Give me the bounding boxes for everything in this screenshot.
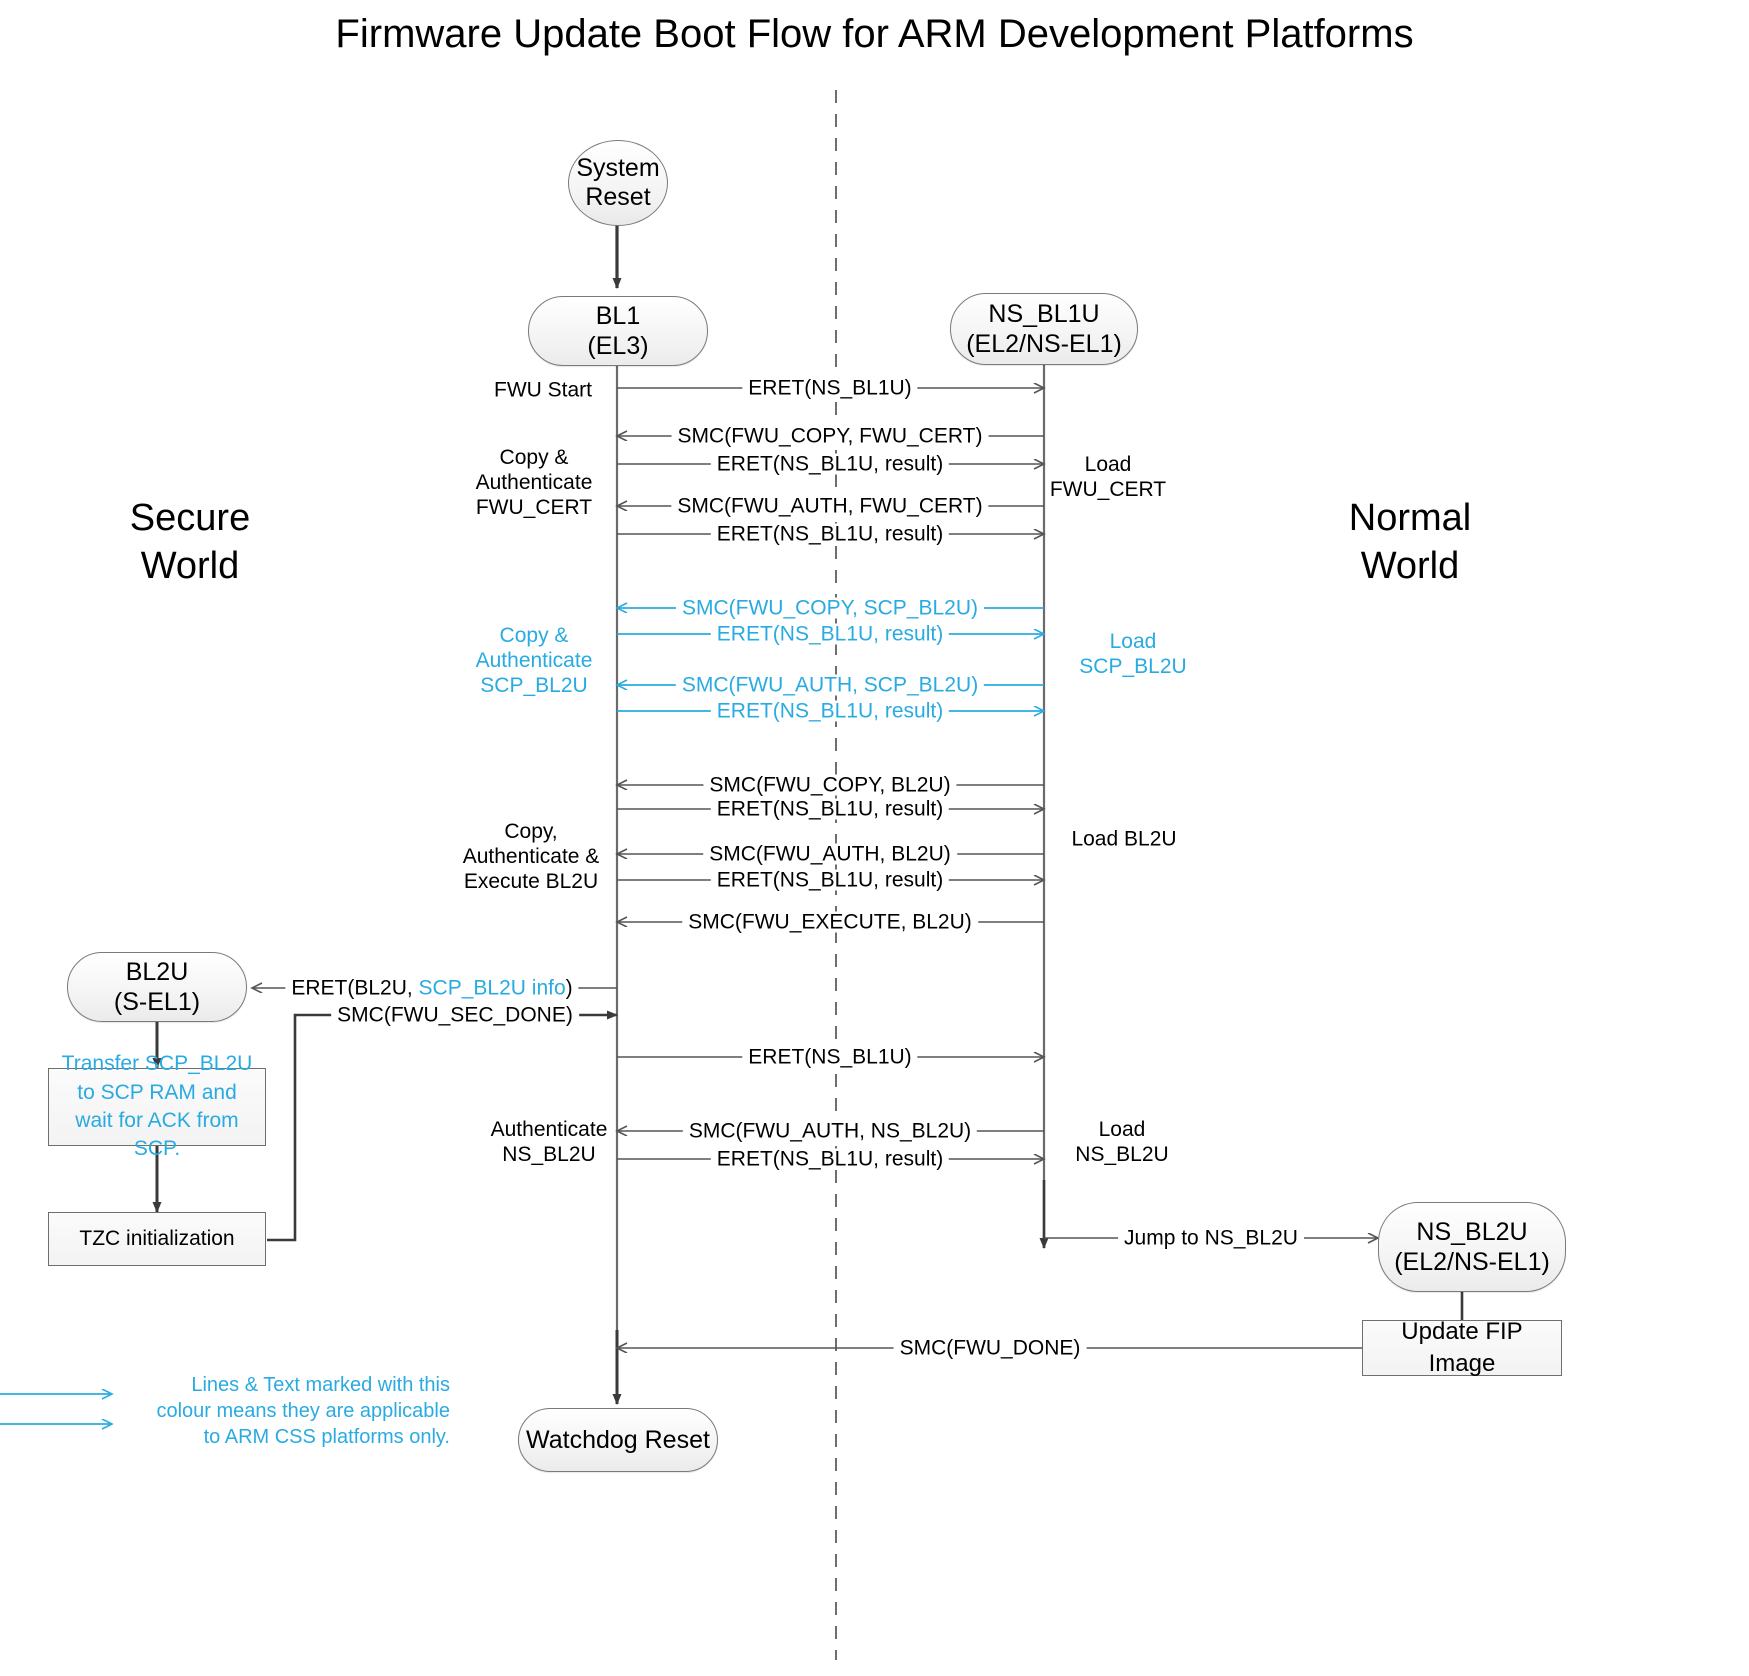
- box-update-fip-image: Update FIP Image: [1362, 1318, 1562, 1377]
- message-label-m13: ERET(NS_BL1U, result): [710, 869, 950, 891]
- annotation-copy-authenticate-scp-bl2u: Copy & Authenticate SCP_BL2U: [475, 623, 593, 697]
- normal-world-label: Normal World: [1348, 497, 1472, 587]
- node-bl2u-line1: BL2U: [125, 957, 189, 986]
- message-label-m8: SMC(FWU_AUTH, SCP_BL2U): [675, 674, 985, 696]
- annotation-load-bl2u: Load BL2U: [1071, 827, 1177, 851]
- message-label-m11: ERET(NS_BL1U, result): [710, 798, 950, 820]
- node-ns-bl1u[interactable]: NS_BL1U (EL2/NS-EL1): [950, 293, 1138, 365]
- message-label-m15-part2: SCP_BL2U info: [418, 976, 566, 1000]
- annotation-load-fwu-cert: Load FWU_CERT: [1049, 453, 1167, 501]
- node-ns-bl2u[interactable]: NS_BL2U (EL2/NS-EL1): [1378, 1202, 1566, 1292]
- box-tzc-initialization: TZC initialization: [48, 1212, 266, 1266]
- annotation-fwu-start: FWU Start: [494, 378, 592, 402]
- secure-world-label: Secure World: [129, 497, 251, 587]
- annotation-copy-authenticate-execute-bl2u: Copy, Authenticate & Execute BL2U: [462, 819, 600, 893]
- message-label-m15-part3: ): [565, 976, 573, 1000]
- message-label-m15-part1: ERET(BL2U,: [291, 976, 419, 1000]
- message-label-m19: ERET(NS_BL1U, result): [710, 1148, 950, 1170]
- message-label-m1: ERET(NS_BL1U): [742, 377, 918, 399]
- message-label-m6: SMC(FWU_COPY, SCP_BL2U): [675, 597, 985, 619]
- message-label-m12: SMC(FWU_AUTH, BL2U): [703, 843, 957, 865]
- node-system-reset[interactable]: System Reset: [568, 140, 668, 226]
- message-label-m9: ERET(NS_BL1U, result): [710, 700, 950, 722]
- diagram-title: Firmware Update Boot Flow for ARM Develo…: [335, 12, 1414, 56]
- node-system-reset-line1: System: [576, 153, 660, 182]
- message-label-m10: SMC(FWU_COPY, BL2U): [703, 774, 957, 796]
- node-ns-bl2u-line1: NS_BL2U: [1416, 1217, 1528, 1246]
- message-label-m14: SMC(FWU_EXECUTE, BL2U): [682, 911, 978, 933]
- message-label-m5: ERET(NS_BL1U, result): [710, 523, 950, 545]
- annotation-load-scp-bl2u: Load SCP_BL2U: [1079, 630, 1187, 678]
- node-bl1-line2: (EL3): [587, 332, 649, 360]
- legend-caption: Lines & Text marked with this colour mea…: [156, 1374, 450, 1448]
- message-label-m7: ERET(NS_BL1U, result): [710, 623, 950, 645]
- node-ns-bl2u-line2: (EL2/NS-EL1): [1394, 1248, 1550, 1276]
- message-label-m4: SMC(FWU_AUTH, FWU_CERT): [671, 495, 989, 517]
- message-label-m15: ERET(BL2U, SCP_BL2U info): [285, 976, 579, 1000]
- node-ns-bl1u-line2: (EL2/NS-EL1): [966, 330, 1122, 358]
- message-label-m3: ERET(NS_BL1U, result): [710, 453, 950, 475]
- box-transfer-scp-bl2u: Transfer SCP_BL2U to SCP RAM and wait fo…: [48, 1052, 266, 1160]
- message-label-m21: SMC(FWU_DONE): [893, 1337, 1087, 1359]
- node-watchdog-reset[interactable]: Watchdog Reset: [518, 1408, 718, 1472]
- node-bl2u-line2: (S-EL1): [113, 988, 201, 1016]
- message-label-m16: SMC(FWU_SEC_DONE): [331, 1004, 579, 1026]
- annotation-copy-authenticate-fwu-cert: Copy & Authenticate FWU_CERT: [475, 445, 593, 519]
- node-bl1[interactable]: BL1 (EL3): [528, 296, 708, 366]
- node-ns-bl1u-line1: NS_BL1U: [988, 299, 1100, 328]
- message-label-m2: SMC(FWU_COPY, FWU_CERT): [671, 425, 989, 447]
- annotation-load-ns-bl2u: Load NS_BL2U: [1075, 1118, 1169, 1166]
- message-label-m17: ERET(NS_BL1U): [742, 1046, 918, 1068]
- message-label-m18: SMC(FWU_AUTH, NS_BL2U): [682, 1120, 978, 1142]
- annotation-authenticate-ns-bl2u: Authenticate NS_BL2U: [490, 1118, 608, 1166]
- node-watchdog-reset-line1: Watchdog Reset: [526, 1425, 710, 1454]
- message-label-m20: Jump to NS_BL2U: [1118, 1227, 1304, 1249]
- node-bl1-line1: BL1: [595, 301, 641, 330]
- node-system-reset-line2: Reset: [585, 183, 651, 211]
- node-bl2u[interactable]: BL2U (S-EL1): [67, 952, 247, 1022]
